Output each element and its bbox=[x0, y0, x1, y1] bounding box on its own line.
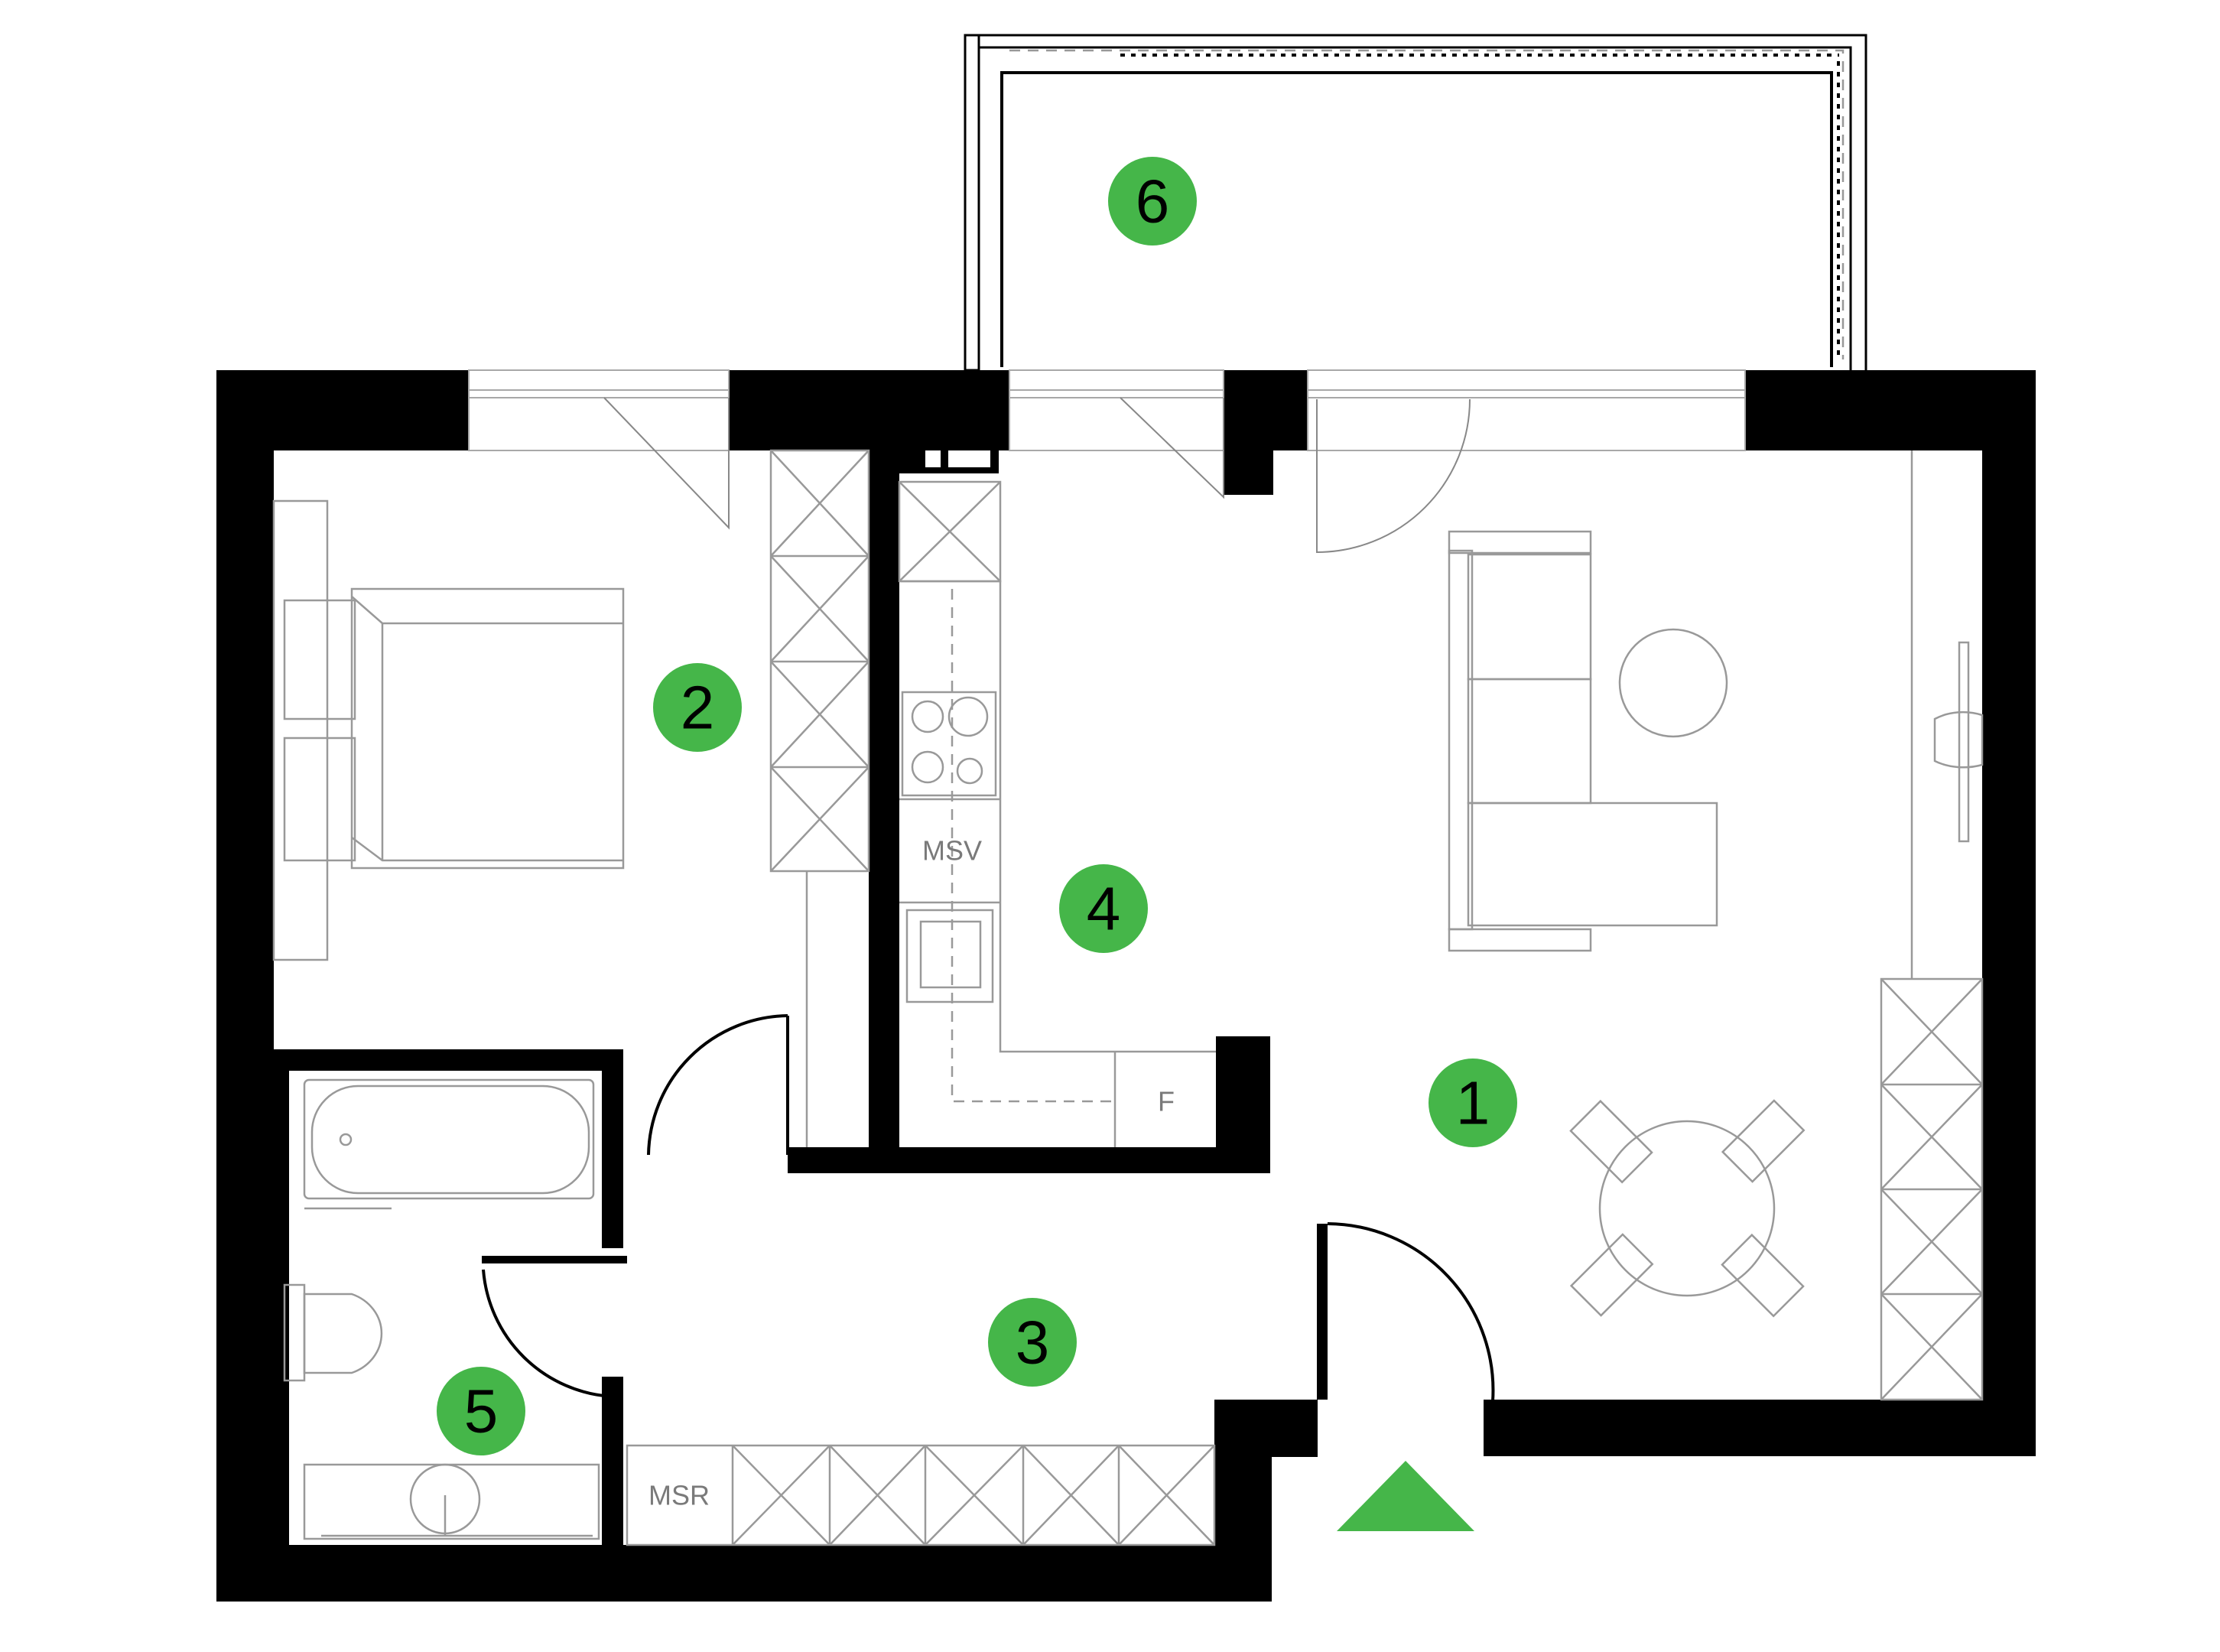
doors bbox=[482, 398, 1495, 1402]
room-badge-6: 6 bbox=[1108, 157, 1197, 246]
hall-storage bbox=[626, 1444, 1216, 1546]
room-badge-5: 5 bbox=[437, 1367, 525, 1455]
room-number-4: 4 bbox=[1087, 875, 1121, 943]
room-number-5: 5 bbox=[464, 1377, 499, 1446]
room-badge-4: 4 bbox=[1059, 864, 1148, 953]
fridge-label: F bbox=[1158, 1086, 1175, 1117]
room-number-6: 6 bbox=[1136, 167, 1170, 236]
bathroom-furniture bbox=[283, 1078, 600, 1540]
windows bbox=[468, 369, 1746, 530]
msr-label: MSR bbox=[648, 1480, 710, 1511]
balcony bbox=[964, 34, 1867, 372]
room-badge-3: 3 bbox=[988, 1298, 1077, 1387]
entrance-triangle-icon bbox=[1337, 1461, 1474, 1531]
walls bbox=[216, 370, 2036, 1602]
bedroom-furniture bbox=[272, 449, 870, 1147]
room-badge-1: 1 bbox=[1429, 1059, 1517, 1147]
kitchen bbox=[898, 450, 1268, 1147]
room-number-1: 1 bbox=[1456, 1069, 1490, 1137]
living-furniture bbox=[1448, 450, 1984, 1401]
room-number-3: 3 bbox=[1016, 1309, 1050, 1377]
msv-label: MSV bbox=[922, 835, 982, 867]
room-number-2: 2 bbox=[681, 674, 715, 742]
room-badge-2: 2 bbox=[653, 663, 742, 752]
